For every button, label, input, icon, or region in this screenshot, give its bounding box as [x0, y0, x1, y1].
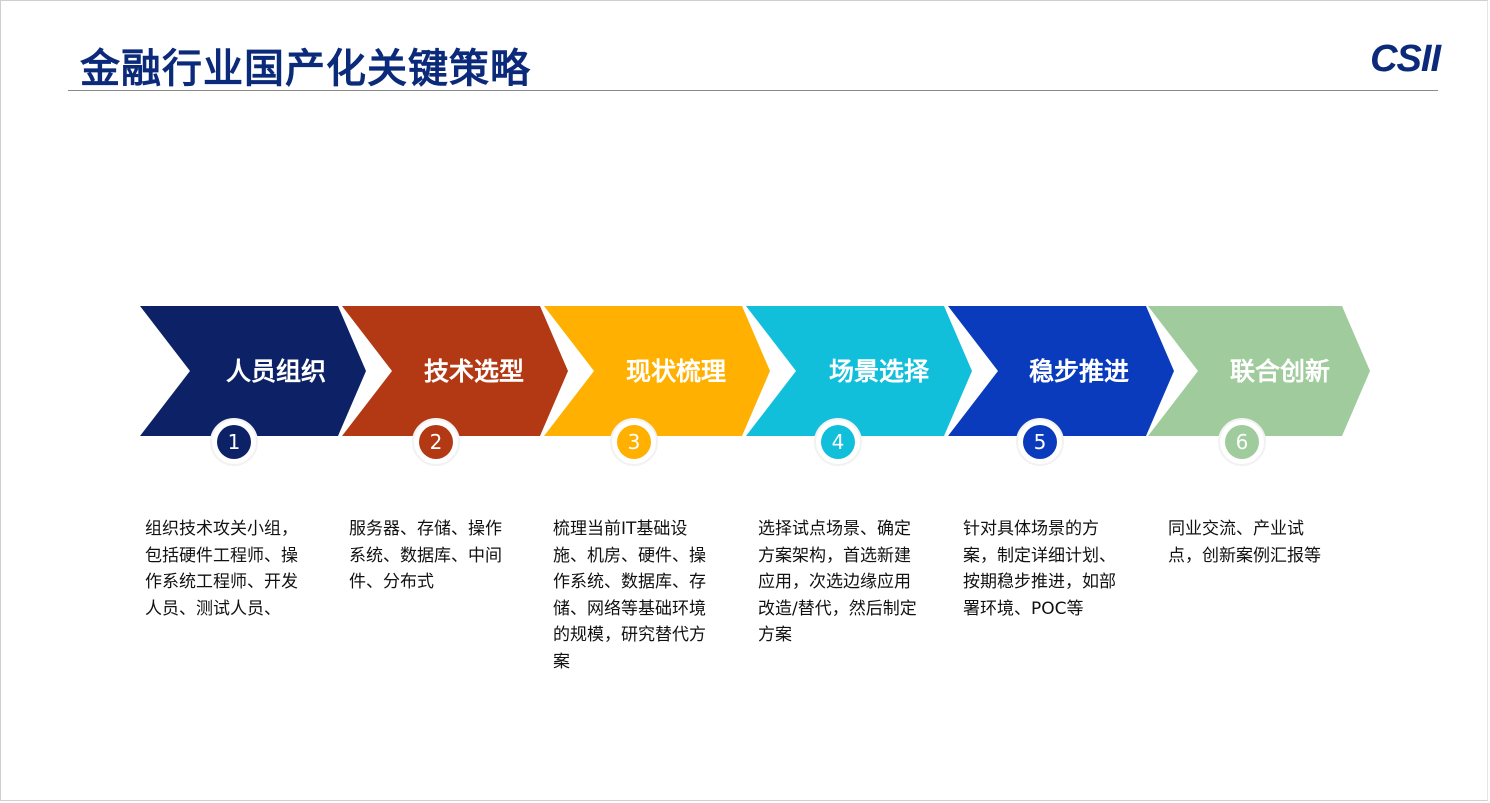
step-3-chevron: 现状梳理 3: [544, 306, 770, 466]
step-6-number: 6: [1236, 430, 1249, 454]
step-2-label: 技术选型: [424, 357, 524, 386]
step-1-badge: [217, 425, 251, 459]
step-4-arrow: [746, 306, 972, 436]
step-5-description: 针对具体场景的方案，制定详细计划、按期稳步推进，如部署环境、POC等: [963, 519, 1116, 619]
step-4-label: 场景选择: [829, 357, 930, 386]
step-5-label: 稳步推进: [1029, 357, 1129, 386]
step-4-chevron: 场景选择 4: [746, 306, 972, 466]
step-6-arrow: [1148, 306, 1370, 436]
step-5-number: 5: [1034, 430, 1047, 454]
step-5-chevron: 稳步推进 5: [948, 306, 1174, 466]
step-6-label: 联合创新: [1230, 357, 1330, 386]
step-1-number: 1: [228, 430, 241, 454]
page-title: 金融行业国产化关键策略: [80, 46, 531, 92]
step-4-badge: [821, 425, 855, 459]
step-6-badge: [1225, 425, 1259, 459]
step-2-arrow: [342, 306, 568, 436]
step-4-description: 选择试点场景、确定方案架构，首选新建应用，次选边缘应用改造/替代，然后制定方案: [758, 519, 917, 645]
step-6-chevron: 联合创新 6: [1148, 306, 1370, 466]
step-1-chevron: 人员组织 1: [140, 306, 366, 466]
step-5-arrow: [948, 306, 1174, 436]
step-3-arrow: [544, 306, 770, 436]
title-divider: [68, 90, 1438, 91]
step-3-label: 现状梳理: [626, 357, 726, 386]
step-3-description: 梳理当前IT基础设施、机房、硬件、操作系统、数据库、存储、网络等基础环境的规模，…: [553, 519, 706, 672]
step-1-label: 人员组织: [226, 357, 326, 386]
step-1-description: 组织技术攻关小组，包括硬件工程师、操作系统工程师、开发人员、测试人员、: [145, 519, 298, 619]
step-2-chevron: 技术选型 2: [342, 306, 568, 466]
step-3-badge: [617, 425, 651, 459]
step-2-number: 2: [430, 430, 443, 454]
step-5-badge: [1023, 425, 1057, 459]
step-6-description: 同业交流、产业试点，创新案例汇报等: [1168, 519, 1321, 566]
step-2-badge: [419, 425, 453, 459]
company-logo: CSII: [1370, 38, 1441, 80]
step-2-description: 服务器、存储、操作系统、数据库、中间件、分布式: [349, 519, 502, 592]
step-4-number: 4: [832, 430, 845, 454]
step-1-arrow: [140, 306, 366, 436]
step-3-number: 3: [628, 430, 641, 454]
